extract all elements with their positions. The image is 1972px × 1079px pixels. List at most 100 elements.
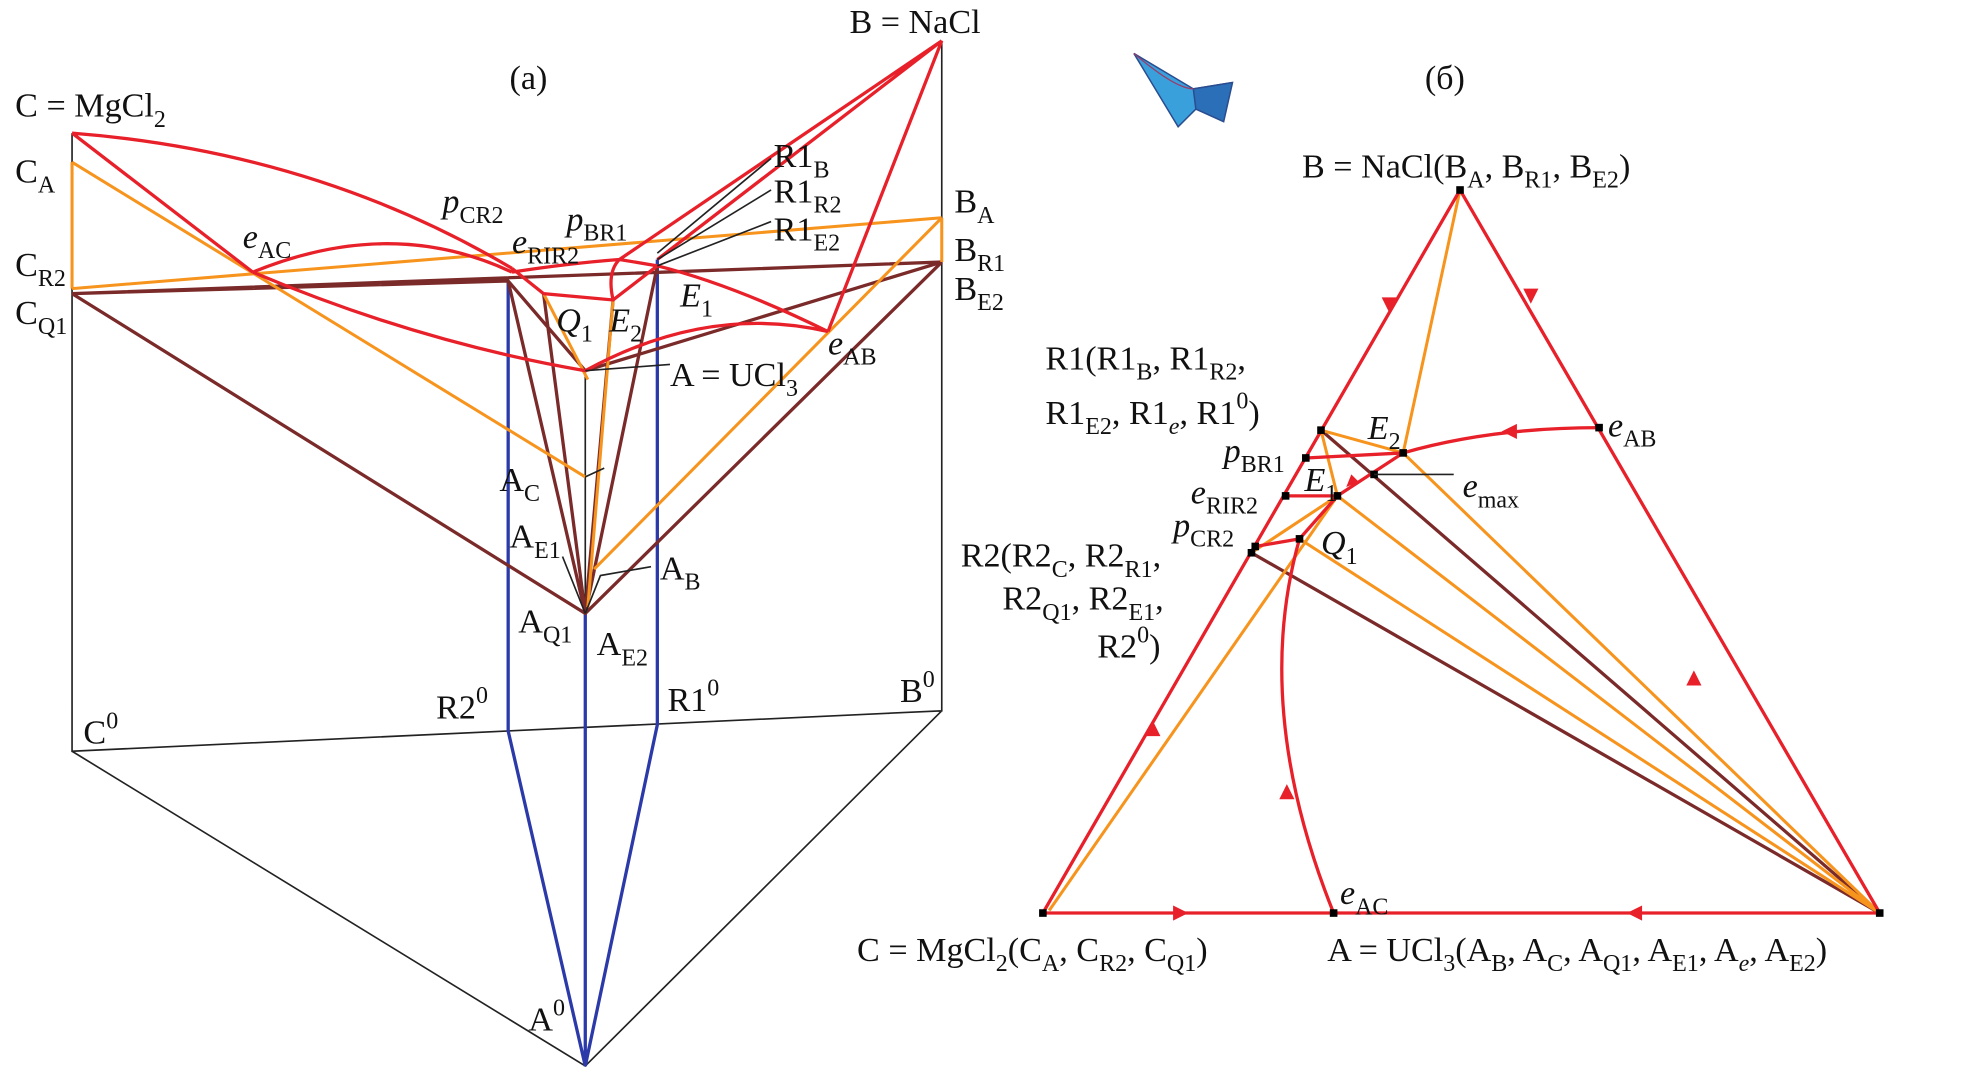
label-part: , A [1699, 932, 1739, 969]
label-part: 0 [476, 683, 488, 709]
label-part: , R1 [1152, 340, 1209, 377]
label-part: A [660, 550, 685, 587]
label-part: AB [1623, 427, 1656, 453]
liquidus-red-curves [71, 39, 944, 373]
label-part: E1 [534, 538, 561, 564]
label-part: E2 [1789, 951, 1816, 977]
label-part: A [977, 203, 995, 229]
label-part: 0 [923, 667, 935, 693]
label-part: , R1 [1179, 395, 1236, 432]
label-part: e [1340, 875, 1355, 912]
label-ba: BA [954, 184, 995, 229]
label-part: 1 [1346, 544, 1358, 570]
label-part: Q1 [1603, 951, 1632, 977]
label-part: 0 [1236, 389, 1248, 415]
label-part: Q1 [543, 623, 572, 649]
label-part: 0 [707, 676, 719, 702]
label-r1e2: R1E2 [774, 212, 841, 257]
label-pcr2: pCR2 [440, 184, 503, 229]
label-c: C = MgCl2(CA, CR2, CQ1) [857, 932, 1208, 977]
label-part: , B [1485, 148, 1525, 185]
label-part: R1 [667, 682, 707, 719]
label-part: 0 [1137, 623, 1149, 649]
label-r1r2: R1R2 [774, 174, 842, 219]
label-part: 2 [630, 322, 642, 348]
label-eab: eAB [1608, 407, 1657, 452]
label-part: , R2 [1072, 581, 1129, 618]
label-part: E1 [1128, 600, 1155, 626]
tie-orange-lines-b [1047, 189, 1881, 915]
label-part: C [83, 715, 106, 752]
label-e1: E1 [1304, 462, 1338, 507]
label-part: R2(R2 [961, 538, 1052, 575]
label-a: A = UCl3 [670, 357, 798, 402]
label-r1b: R1E2, R1e, R10) [1045, 389, 1259, 440]
label-part: (C [1008, 932, 1042, 969]
label-part: CR2 [459, 203, 503, 229]
label-part: R1 [774, 212, 814, 249]
label-part: Q1 [1167, 951, 1196, 977]
label-part: , A [1507, 932, 1547, 969]
label-part: , C [1059, 932, 1099, 969]
label-e1: E1 [679, 277, 713, 322]
label-part: B = NaCl [849, 4, 980, 41]
label-part: e [1608, 407, 1623, 444]
label-part: , [1155, 581, 1164, 618]
label-b: B = NaCl [849, 4, 980, 41]
label-part: BR1 [583, 221, 627, 247]
label-part: B [900, 673, 923, 710]
label-part: C = MgCl [15, 88, 154, 125]
label-pcr2: pCR2 [1171, 507, 1234, 552]
label-q1: Q1 [1321, 525, 1358, 570]
label-part: A [528, 1002, 553, 1039]
label-part: 0 [553, 995, 565, 1021]
label-part: 2 [154, 107, 166, 133]
label-part: C [15, 247, 38, 284]
label-part: R1 [1524, 167, 1552, 193]
label-part: R2 [813, 193, 841, 219]
label-cr2: CR2 [15, 247, 66, 292]
label-part: , R2 [1068, 538, 1125, 575]
label-part: 2 [996, 951, 1008, 977]
label-part: E [1367, 410, 1389, 447]
label-part: A [499, 462, 524, 499]
label-r1b: R1B [774, 138, 830, 183]
label-part: A = UCl [670, 357, 786, 394]
label-aq1: AQ1 [518, 603, 572, 648]
label-part: C = MgCl [857, 932, 996, 969]
label-ab: AB [660, 550, 701, 595]
panel-a-title: (а) [509, 60, 547, 97]
label-part: 1 [701, 296, 713, 322]
label-part: R1 [1125, 557, 1153, 583]
label-part: R2 [1099, 951, 1127, 977]
label-part: , [1153, 538, 1162, 575]
label-eab: eAB [828, 325, 877, 370]
label-eac: eAC [243, 219, 291, 264]
label-part: ) [1816, 932, 1827, 969]
label-part: E2 [977, 290, 1004, 316]
label-part: A [509, 519, 534, 556]
label-part: e [828, 325, 843, 362]
label-eac: eAC [1340, 875, 1389, 920]
label-part: ) [1619, 148, 1630, 185]
label-a0: A0 [528, 995, 565, 1038]
label-part: max [1478, 487, 1519, 513]
label-part: p [564, 201, 583, 238]
label-r10: R10 [667, 676, 719, 719]
label-part: e [243, 219, 258, 256]
label-pbr1: pBR1 [1222, 433, 1285, 478]
label-part: p [1222, 433, 1241, 470]
label-pbr1: pBR1 [564, 201, 627, 246]
label-part: E2 [813, 231, 840, 257]
label-a: A = UCl3(AB, AC, AQ1, AE1, Ae, AE2) [1327, 932, 1827, 977]
label-part: E2 [1592, 167, 1619, 193]
label-part: B [954, 232, 977, 269]
label-part: E1 [1672, 951, 1699, 977]
label-part: Q [556, 303, 581, 340]
label-part: R1 [774, 138, 814, 175]
label-part: B [685, 569, 701, 595]
label-ac: AC [499, 462, 540, 507]
label-part: A [597, 626, 622, 663]
label-part: E [608, 303, 630, 340]
